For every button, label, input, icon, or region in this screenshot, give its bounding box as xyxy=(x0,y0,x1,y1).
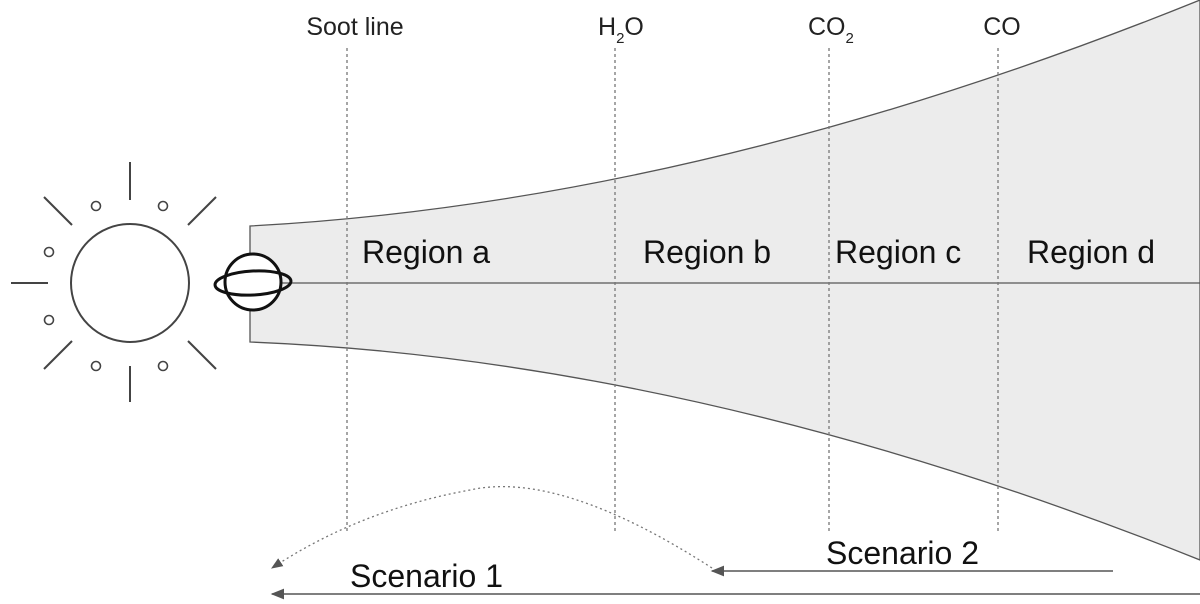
ringed-planet-icon xyxy=(213,252,293,312)
scenario-1-migration-arc xyxy=(271,485,713,569)
region-a-label: Region a xyxy=(362,234,490,270)
region-b-label: Region b xyxy=(643,234,771,270)
co2-line-label: CO2 xyxy=(808,13,854,47)
scenario-1-label: Scenario 1 xyxy=(350,558,503,594)
soot-line-label: Soot line xyxy=(306,13,403,41)
h2o-line-label: H2O xyxy=(598,13,644,47)
sun-icon xyxy=(11,162,217,402)
region-c-label: Region c xyxy=(835,234,961,270)
protoplanetary-disk xyxy=(249,0,1200,561)
region-d-label: Region d xyxy=(1027,234,1155,270)
scenario-2-label: Scenario 2 xyxy=(826,535,979,571)
co-line-label: CO xyxy=(983,13,1021,41)
